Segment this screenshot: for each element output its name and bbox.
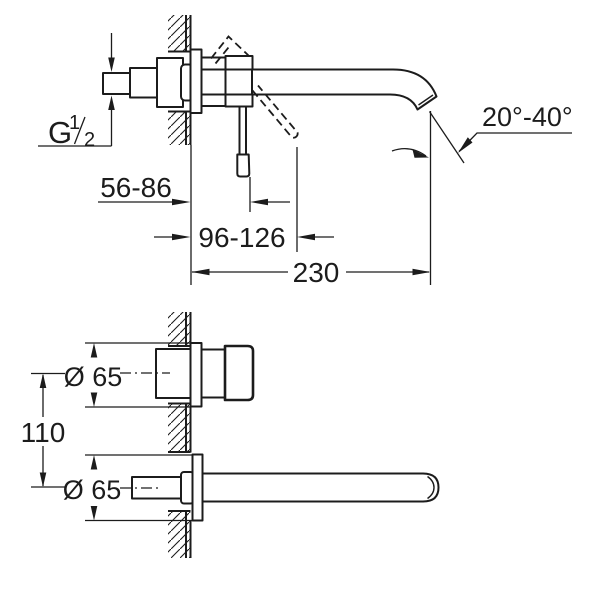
arrowhead-down	[39, 472, 47, 487]
dimension-label-20-40: 20°-40°	[482, 102, 573, 132]
arrowhead-down	[90, 392, 98, 407]
spout-outlet-inner-edge	[418, 94, 434, 106]
body-neck	[200, 56, 227, 107]
inlet-pipe	[102, 72, 131, 95]
concealed-body	[156, 57, 184, 108]
extension-lines	[190, 111, 432, 285]
arrowhead-down	[108, 57, 115, 72]
dimension-center-distance: 110	[21, 372, 66, 488]
angle-leader-line	[458, 132, 572, 152]
dimension-label-dia65-lower: Ø 65	[63, 475, 122, 505]
arrowhead-left	[191, 268, 210, 276]
arrowhead-up	[39, 373, 47, 388]
spout-unit-installation-view	[120, 453, 440, 522]
arrowhead-up	[108, 95, 115, 110]
spout-tube	[201, 472, 440, 503]
angle-arc	[391, 148, 427, 157]
wall-hatch-bottom	[168, 512, 191, 558]
wall-section-side-view	[168, 15, 192, 145]
fraction-slash	[73, 116, 86, 145]
side-view-dimensions: G 1 2 56-86 96-126 230	[38, 33, 573, 288]
spout-tip-inner-edge	[427, 475, 435, 500]
dimension-lower-escutcheon: Ø 65	[63, 454, 192, 522]
dimension-wall-to-lever: 56-86	[98, 172, 290, 206]
wall-section-installation-view	[168, 312, 192, 558]
handle-knob	[223, 344, 255, 402]
faucet-side-view	[102, 35, 438, 178]
angle-reference-line	[428, 111, 465, 164]
lever-raised-blade-dashed	[210, 35, 250, 65]
arrowhead-up	[90, 343, 98, 358]
wall-hatch-top	[168, 312, 191, 345]
thread-label-den: 2	[84, 129, 95, 151]
wall-hatch-upper	[168, 15, 191, 51]
arrowhead-left	[297, 233, 315, 241]
dimension-wall-to-lever-open: 96-126	[154, 222, 334, 253]
wall-hatch-middle	[168, 404, 191, 451]
thread-connector	[129, 67, 159, 99]
lever-blade	[236, 153, 251, 178]
arrowhead-right	[412, 268, 431, 276]
arrowhead-right	[172, 233, 191, 241]
handle-unit-installation-view	[120, 342, 255, 408]
wall-hatch-lower	[168, 112, 191, 145]
handle-dome	[224, 55, 254, 108]
spout-escutcheon	[191, 453, 204, 522]
lever-shaft	[238, 105, 247, 156]
escutcheon-side	[189, 48, 203, 114]
arrowhead-down	[90, 506, 98, 521]
spout-tube-lines	[201, 68, 252, 96]
arrowhead-right	[172, 198, 191, 206]
dimension-thread: G 1 2	[38, 33, 115, 151]
dimension-label-56-86: 56-86	[100, 172, 172, 203]
wall-opening-edges	[168, 345, 191, 512]
arrowhead-arc	[412, 149, 429, 158]
wall-surface-lines	[185, 15, 192, 145]
handle-escutcheon	[189, 342, 203, 408]
spout	[251, 68, 438, 111]
lever-open-position-dashed	[251, 84, 299, 139]
dimension-label-96-126: 96-126	[198, 222, 285, 253]
dimension-spout-projection: 230	[191, 257, 431, 288]
installation-view-dimensions: Ø 65 Ø 65 110	[21, 342, 192, 522]
thread-label-num: 1	[69, 112, 80, 134]
dimension-label-110: 110	[21, 417, 66, 448]
arrowhead-left	[250, 198, 268, 206]
thread-label-G: G	[48, 115, 72, 150]
dimension-upper-escutcheon: Ø 65	[64, 342, 190, 408]
dimension-label-dia65-upper: Ø 65	[64, 362, 123, 392]
handle-concealed-body	[155, 348, 192, 399]
dimension-label-230: 230	[293, 257, 340, 288]
arrowhead-up	[90, 455, 98, 470]
wall-surface-lines	[185, 312, 192, 558]
dimension-spout-angle: 20°-40°	[391, 102, 573, 164]
arrowhead-leader	[458, 137, 473, 153]
handle-neck	[200, 348, 226, 399]
